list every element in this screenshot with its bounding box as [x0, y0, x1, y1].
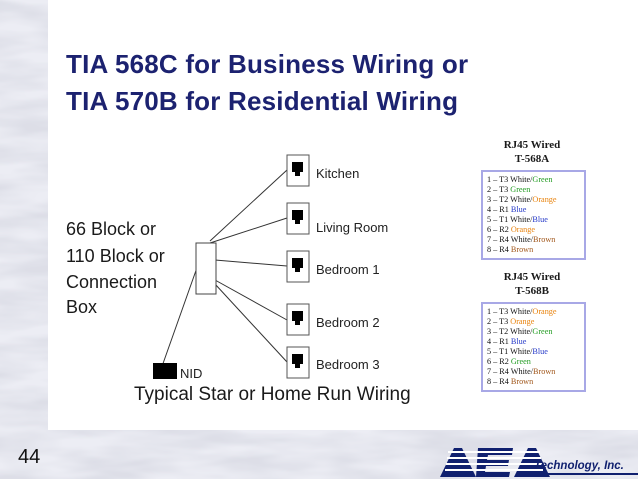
pin-row: 4 – R1 Blue	[487, 337, 584, 347]
rj45-568b-title-line-1: RJ45 Wired	[503, 271, 561, 283]
pin-row: 4 – R1 Blue	[487, 205, 584, 215]
pin-wire-color: Brown	[510, 377, 534, 386]
pin-wire-white: White/	[510, 235, 534, 244]
pin-number: 1 – T3	[487, 307, 511, 316]
slide-title-line-2: TIA 570B for Residential Wiring	[66, 86, 459, 116]
jack-bedroom-3-icon	[286, 346, 310, 379]
rj45-568a-title: RJ45 Wired T-568A	[476, 138, 588, 166]
pin-row: 5 – T1 White/Blue	[487, 215, 584, 225]
pin-wire-white: White/	[510, 195, 533, 204]
pin-number: 7 – R4	[487, 367, 511, 376]
block-label-line-4: Box	[66, 297, 98, 317]
pin-row: 8 – R4 Brown	[487, 245, 584, 255]
pin-wire-color: Orange	[510, 317, 535, 326]
room-label-kitchen: Kitchen	[316, 166, 360, 181]
nid-box	[153, 363, 177, 379]
jack-bedroom-1-icon	[286, 250, 310, 283]
pin-wire-color: Green	[510, 357, 531, 366]
wire-living-room	[209, 217, 288, 244]
pin-wire-color: Green	[510, 185, 531, 194]
pin-wire-color: Blue	[532, 215, 548, 224]
wire-nid	[159, 261, 200, 373]
room-label-bedroom-2: Bedroom 2	[316, 315, 380, 330]
pin-number: 3 – T2	[487, 195, 511, 204]
pin-row: 3 – T2 White/Orange	[487, 195, 584, 205]
pin-number: 4 – R1	[487, 205, 511, 214]
pin-row: 1 – T3 White/Green	[487, 175, 584, 185]
jack-kitchen-icon	[286, 154, 310, 187]
block-label-line-3: Connection	[66, 272, 158, 292]
nid-label: NID	[180, 366, 203, 381]
slide-title-line-1: TIA 568C for Business Wiring or	[66, 49, 469, 79]
pin-row: 2 – T3 Green	[487, 185, 584, 195]
pin-wire-white: White/	[510, 347, 533, 356]
pin-wire-color: Green	[532, 327, 553, 336]
wire-bedroom-2	[214, 279, 288, 321]
pin-wire-color: Blue	[510, 337, 527, 346]
pin-wire-color: Orange	[532, 195, 557, 204]
pin-number: 5 – T1	[487, 215, 511, 224]
pin-wire-color: Orange	[532, 307, 557, 316]
pin-number: 8 – R4	[487, 377, 511, 386]
wire-bedroom-1	[214, 259, 288, 267]
pin-wire-white: White/	[510, 367, 534, 376]
pin-number: 5 – T1	[487, 347, 511, 356]
pin-wire-white: White/	[510, 175, 533, 184]
rj45-568a-title-line-2: T-568A	[514, 153, 550, 165]
pin-row: 7 – R4 White/Brown	[487, 235, 584, 245]
pin-row: 3 – T2 White/Green	[487, 327, 584, 337]
pin-wire-color: Brown	[510, 245, 534, 254]
wire-bedroom-3	[214, 283, 288, 363]
pin-row: 6 – R2 Green	[487, 357, 584, 367]
pin-row: 7 – R4 White/Brown	[487, 367, 584, 377]
pin-wire-color: Brown	[533, 367, 556, 376]
pin-row: 6 – R2 Orange	[487, 225, 584, 235]
pin-row: 1 – T3 White/Orange	[487, 307, 584, 317]
room-label-bedroom-1: Bedroom 1	[316, 262, 380, 277]
diagram-caption: Typical Star or Home Run Wiring	[134, 384, 411, 405]
pin-row: 5 – T1 White/Blue	[487, 347, 584, 357]
pin-wire-white: White/	[510, 215, 533, 224]
pin-number: 2 – T3	[487, 317, 511, 326]
pin-wire-color: Green	[532, 175, 553, 184]
pin-wire-white: White/	[510, 307, 533, 316]
pin-row: 8 – R4 Brown	[487, 377, 584, 387]
jack-living-room-icon	[286, 202, 310, 235]
room-label-bedroom-3: Bedroom 3	[316, 357, 380, 372]
pin-wire-white: White/	[510, 327, 533, 336]
pin-wire-color: Brown	[533, 235, 556, 244]
aea-logo-icon	[440, 448, 638, 477]
pin-number: 6 – R2	[487, 225, 511, 234]
jack-bedroom-2-icon	[286, 303, 310, 336]
pin-number: 3 – T2	[487, 327, 511, 336]
pin-wire-color: Blue	[510, 205, 527, 214]
room-label-living-room: Living Room	[316, 220, 389, 235]
logo-text: Technology, Inc.	[534, 460, 624, 472]
pin-number: 2 – T3	[487, 185, 511, 194]
page-number: 44	[18, 446, 41, 468]
pin-row: 2 – T3 Orange	[487, 317, 584, 327]
pin-wire-color: Orange	[510, 225, 535, 234]
rj45-568b-title: RJ45 Wired T-568B	[476, 270, 588, 298]
block-label-line-1: 66 Block or	[66, 219, 157, 239]
wire-kitchen	[209, 169, 288, 242]
pin-number: 4 – R1	[487, 337, 511, 346]
pin-number: 7 – R4	[487, 235, 511, 244]
pin-number: 8 – R4	[487, 245, 511, 254]
pin-number: 6 – R2	[487, 357, 511, 366]
rj45-568a-title-line-1: RJ45 Wired	[503, 139, 561, 151]
pin-wire-color: Blue	[532, 347, 548, 356]
connection-box	[195, 242, 217, 295]
pin-number: 1 – T3	[487, 175, 511, 184]
rj45-568b-title-line-2: T-568B	[515, 285, 549, 297]
block-label-line-2: 110 Block or	[66, 246, 165, 266]
